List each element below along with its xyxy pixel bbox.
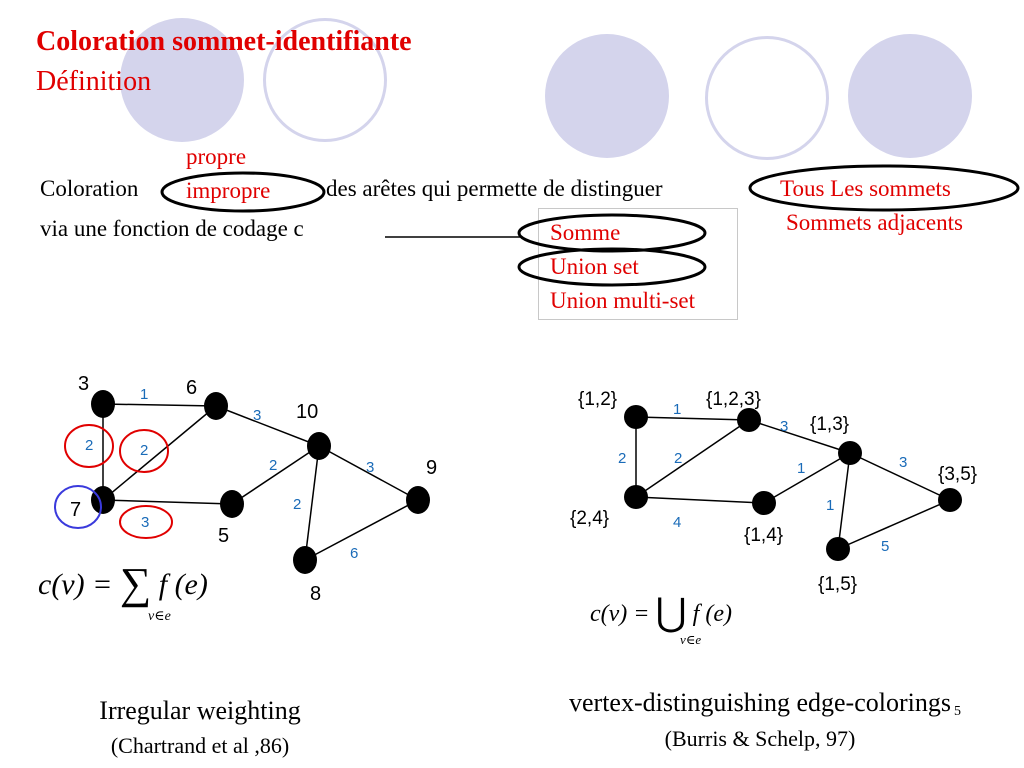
right-edge-label-5: 5	[881, 538, 889, 555]
definition-prefix: Coloration	[40, 176, 139, 201]
right-vertex-15	[826, 537, 850, 561]
definition-middle: des arêtes qui permette de distinguer	[326, 176, 663, 201]
left-edge-label-2b: 2	[140, 442, 148, 459]
right-edge-14-13	[763, 452, 851, 504]
right-vertex-label-15: {1,5}	[818, 574, 857, 595]
right-vertex-12	[624, 405, 648, 429]
right-edge-label-1c: 1	[826, 497, 834, 514]
left-highlight-red-2	[119, 429, 169, 473]
decor-circle-ring-1	[263, 18, 387, 142]
right-formula: c(v) = ⋃ f (e)	[590, 590, 732, 635]
page-number: 5	[954, 704, 961, 719]
right-formula-rhs: f (e)	[692, 601, 732, 627]
right-vertex-label-13: {1,3}	[810, 414, 849, 435]
right-vertex-label-123: {1,2,3}	[706, 389, 761, 410]
left-caption: Irregular weighting	[99, 696, 301, 725]
right-edge-24-14	[635, 496, 765, 504]
right-vertex-24	[624, 485, 648, 509]
right-vertex-123	[737, 408, 761, 432]
left-edge-7-5	[102, 499, 233, 505]
slide-title: Coloration sommet-identifiante	[36, 26, 412, 57]
right-edge-13-15	[837, 452, 851, 550]
right-edge-label-1b: 1	[797, 460, 805, 477]
left-edge-label-3b: 3	[366, 459, 374, 476]
left-edge-10-8	[304, 445, 320, 561]
left-formula-subscript: v∈e	[148, 609, 171, 624]
left-vertex-6	[204, 392, 228, 420]
left-vertex-3	[91, 390, 115, 418]
right-edge-12-123	[635, 416, 750, 421]
right-vertex-13	[838, 441, 862, 465]
right-vertex-label-35: {3,5}	[938, 464, 977, 485]
decor-circle-ring-2	[705, 36, 829, 160]
left-edge-3-6	[102, 403, 217, 407]
left-vertex-label-3: 3	[78, 373, 89, 395]
left-highlight-blue	[54, 485, 102, 529]
decor-circle-filled-1	[120, 18, 244, 142]
left-edge-6-10	[215, 405, 320, 447]
left-edge-6-7	[102, 405, 217, 501]
right-formula-subscript: v∈e	[680, 632, 702, 647]
target-adjacent-vertices: Sommets adjacents	[786, 210, 963, 235]
left-vertex-label-7: 7	[70, 499, 81, 521]
left-edge-8-9	[304, 499, 419, 561]
left-edge-label-6: 6	[350, 545, 358, 562]
left-vertex-label-10: 10	[296, 401, 318, 423]
option-propre: propre	[186, 144, 247, 169]
left-vertex-label-8: 8	[310, 583, 321, 605]
left-edge-5-10	[231, 445, 320, 505]
left-edge-label-2c: 2	[269, 457, 277, 474]
right-vertex-35	[938, 488, 962, 512]
left-edge-label-1: 1	[140, 386, 148, 403]
left-vertex-label-9: 9	[426, 457, 437, 479]
left-edge-label-3c: 3	[141, 514, 149, 531]
left-formula: c(v) = ∑ f (e)	[38, 558, 208, 609]
left-formula-sum-symbol: ∑	[119, 559, 152, 608]
left-highlight-red-1	[64, 424, 114, 468]
decor-circle-filled-2	[545, 34, 669, 158]
right-edge-13-35	[849, 452, 951, 501]
right-formula-union-symbol: ⋃	[655, 592, 687, 634]
decor-circle-filled-3	[848, 34, 972, 158]
left-edge-label-2a: 2	[85, 437, 93, 454]
right-formula-lhs: c(v) =	[590, 601, 650, 627]
right-vertex-14	[752, 491, 776, 515]
left-citation: (Chartrand et al ,86)	[110, 733, 290, 758]
left-vertex-5	[220, 490, 244, 518]
right-edge-label-1a: 1	[673, 401, 681, 418]
slide-subtitle: Définition	[36, 66, 152, 97]
left-vertex-label-6: 6	[186, 377, 197, 399]
right-edge-123-24	[635, 419, 750, 498]
right-edge-label-2a: 2	[618, 450, 626, 467]
right-edge-label-2b: 2	[674, 450, 682, 467]
left-vertex-label-5: 5	[218, 525, 229, 547]
right-vertex-label-14: {1,4}	[744, 525, 783, 546]
left-vertex-8	[293, 546, 317, 574]
left-edge-label-3a: 3	[253, 407, 261, 424]
left-edge-label-2d: 2	[293, 496, 301, 513]
right-edge-label-4: 4	[673, 514, 681, 531]
right-edge-15-35	[837, 499, 951, 550]
definition-line2: via une fonction de codage c	[40, 216, 304, 241]
left-formula-lhs: c(v) =	[38, 568, 113, 601]
right-caption: vertex-distinguishing edge-colorings	[569, 688, 951, 717]
coding-option-union-multiset: Union multi-set	[550, 288, 696, 313]
right-citation: (Burris & Schelp, 97)	[664, 726, 856, 751]
left-highlight-red-3	[119, 505, 173, 539]
left-formula-rhs: f (e)	[158, 568, 208, 601]
left-edge-10-9	[318, 445, 419, 501]
left-vertex-7	[91, 486, 115, 514]
right-edge-label-3a: 3	[780, 418, 788, 435]
right-edge-label-3b: 3	[899, 454, 907, 471]
left-vertex-9	[406, 486, 430, 514]
right-vertex-label-12: {1,2}	[578, 389, 617, 410]
right-edge-123-13	[748, 419, 851, 454]
right-vertex-label-24: {2,4}	[570, 508, 609, 529]
left-vertex-10	[307, 432, 331, 460]
